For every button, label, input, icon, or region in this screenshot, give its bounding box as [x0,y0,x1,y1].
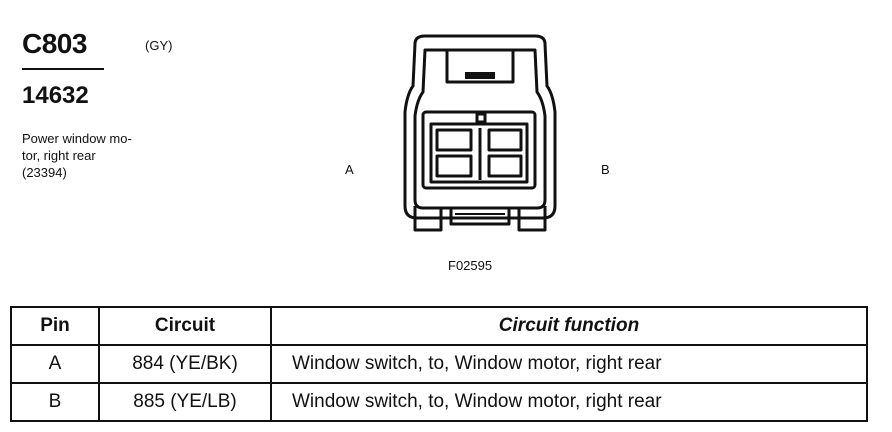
figure-id: F02595 [448,258,493,273]
bottom-foot-right [517,206,547,232]
terminal-block [421,110,537,190]
description-line: (23394) [22,165,67,180]
terminal-cavity [435,154,473,178]
terminal-cavity [435,128,473,152]
function-cell: Window switch, to, Window motor, right r… [270,382,868,422]
circuit-cell: 885 (YE/LB) [98,382,272,422]
pin-cell: B [10,382,100,422]
table-header-row: Pin Circuit Circuit function [10,306,868,346]
header-circuit-function: Circuit function [270,306,868,346]
header-pin: Pin [10,306,100,346]
top-latch [445,50,515,84]
color-code: (GY) [145,38,173,53]
bottom-foot-left [413,206,443,232]
pin-cell: A [10,344,100,384]
function-cell: Window switch, to, Window motor, right r… [270,344,868,384]
center-key [475,112,487,124]
connector-inner-shell [413,48,547,210]
part-number: 14632 [22,82,89,109]
description-line: Power window mo- [22,131,132,146]
connector-id: C803 [22,28,87,59]
latch-slot [465,72,495,79]
bottom-tab [449,208,511,226]
connector-face-drawing [403,34,557,232]
side-label-b: B [601,162,610,177]
connector-description: Power window mo- tor, right rear (23394) [22,130,132,181]
circuit-cell: 884 (YE/BK) [98,344,272,384]
terminal-housing [429,122,529,184]
header-circuit: Circuit [98,306,272,346]
pinout-table: Pin Circuit Circuit function A 884 (YE/B… [10,306,868,422]
terminal-cavity [487,128,523,152]
table-row: B 885 (YE/LB) Window switch, to, Window … [10,382,868,422]
description-line: tor, right rear [22,148,96,163]
title-underline [22,68,104,70]
connector-outer-shell [403,34,557,220]
table-row: A 884 (YE/BK) Window switch, to, Window … [10,344,868,384]
terminal-cavity [487,154,523,178]
side-label-a: A [345,162,354,177]
